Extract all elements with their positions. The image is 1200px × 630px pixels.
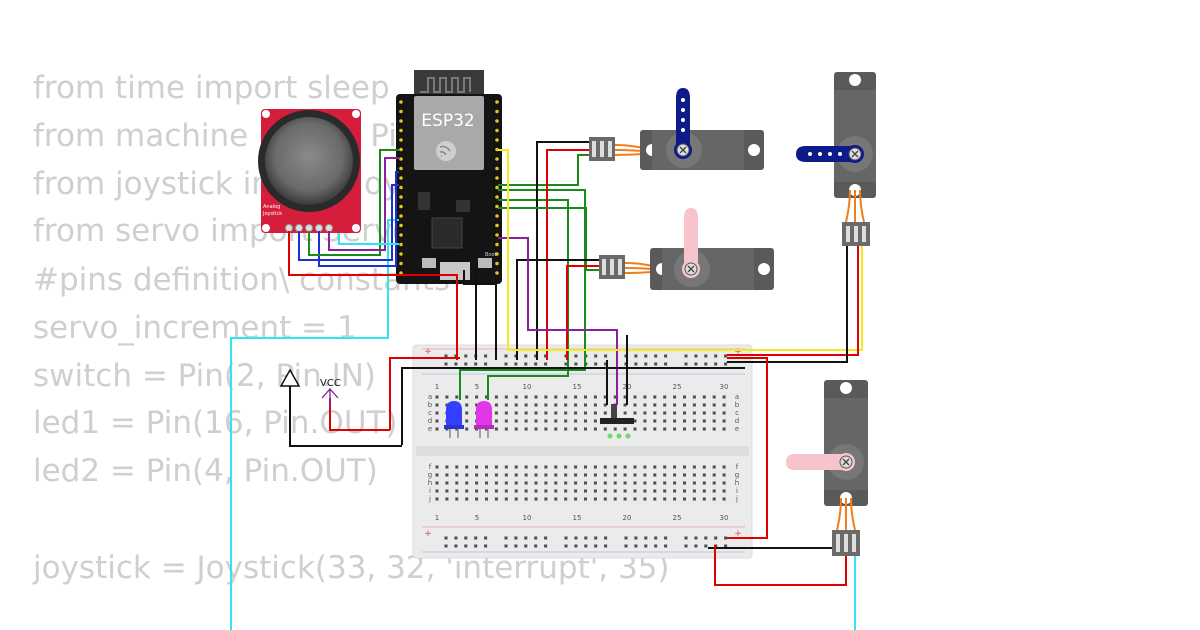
column-number: 25: [673, 514, 682, 522]
rail-plus-label: +: [424, 529, 432, 539]
slide-switch[interactable]: [600, 404, 634, 439]
code-line: led2 = Pin(4, Pin.OUT): [33, 453, 378, 489]
column-number: 25: [673, 383, 682, 391]
wire-black-rail: [401, 367, 745, 445]
wire-red-joystick: [288, 231, 458, 360]
code-line: from time import sleep: [33, 70, 390, 106]
rail-plus-label: +: [734, 347, 742, 357]
row-letter: c: [735, 409, 739, 417]
servo-2[interactable]: [599, 208, 774, 290]
wires: [230, 141, 863, 630]
wire-green-servo1: [498, 154, 590, 186]
column-number: 1: [435, 514, 439, 522]
wire-red-servo2: [566, 265, 600, 360]
row-letter: e: [735, 425, 739, 433]
rail-plus-label: +: [424, 347, 432, 357]
column-number: 5: [475, 514, 479, 522]
wire-cyan: [230, 219, 399, 630]
vcc-symbol-icon: VCC: [320, 378, 341, 408]
wire-green-led1: [459, 189, 586, 400]
row-letter: h: [428, 479, 432, 487]
wire-black-gnd: [289, 386, 402, 447]
wire-red-servo3: [727, 242, 859, 356]
wire-red-servo4: [714, 545, 847, 586]
servo-3[interactable]: [796, 72, 876, 246]
wire-green-joystick: [308, 149, 399, 256]
servo-4[interactable]: [786, 380, 868, 556]
joystick-label-line1: Analog: [263, 204, 280, 210]
column-number: 30: [720, 383, 729, 391]
vcc-label: VCC: [320, 378, 341, 389]
code-line: led1 = Pin(16, Pin.OUT): [33, 405, 398, 441]
row-letter: f: [429, 463, 432, 471]
row-letter: e: [428, 425, 432, 433]
column-number: 15: [573, 383, 582, 391]
wire-purple-joystick: [328, 157, 399, 251]
column-number: 10: [523, 514, 532, 522]
wire-red-right: [727, 357, 768, 539]
code-line: joystick = Joystick(33, 32, 'interrupt',…: [33, 550, 670, 586]
boot-label: Boot: [485, 252, 497, 258]
esp32-pin-headers: [398, 99, 500, 276]
wire-blue-1: [298, 184, 399, 261]
row-letter: g: [735, 471, 739, 479]
row-letter: b: [735, 401, 740, 409]
row-letter: h: [735, 479, 739, 487]
column-number: 15: [573, 514, 582, 522]
row-letter: d: [428, 417, 432, 425]
wire-black-esp2: [463, 270, 497, 360]
row-letter: c: [428, 409, 432, 417]
wire-yellow: [498, 149, 863, 351]
wire-green-led2: [487, 199, 569, 400]
column-number: 30: [720, 514, 729, 522]
row-letter: b: [428, 401, 433, 409]
wire-red-servo1: [546, 149, 590, 360]
row-letter: i: [736, 487, 738, 495]
row-letter: a: [428, 393, 432, 401]
row-letter: a: [735, 393, 739, 401]
servo-1[interactable]: [589, 88, 764, 170]
row-letter: i: [429, 487, 431, 495]
breadboard-holes: [435, 354, 728, 548]
row-letter: j: [735, 495, 738, 503]
wire-purple-switch: [498, 237, 618, 405]
gnd-symbol-icon: [279, 368, 301, 387]
wire-red-vcc: [329, 398, 390, 431]
led-magenta[interactable]: [474, 401, 494, 438]
row-letter: g: [428, 471, 432, 479]
column-number: 5: [475, 383, 479, 391]
joystick-label-line2: Joystick: [262, 211, 282, 217]
wire-black-servo2: [516, 259, 600, 360]
esp32-label: ESP32: [421, 111, 474, 131]
wire-cyan-joystick: [338, 233, 399, 245]
joystick-pins: [285, 224, 333, 232]
led-blue[interactable]: [444, 401, 464, 438]
row-letter: f: [736, 463, 739, 471]
column-number: 1: [435, 383, 439, 391]
row-letter: d: [735, 417, 739, 425]
wire-black-servo1: [536, 141, 590, 360]
joystick-knob[interactable]: [265, 117, 353, 205]
row-letter: j: [428, 495, 431, 503]
wire-red-rail: [389, 357, 460, 430]
espressif-logo-icon: [436, 141, 456, 161]
column-number: 20: [623, 514, 632, 522]
column-number: 10: [523, 383, 532, 391]
esp32-board[interactable]: ESP32 Boot: [396, 70, 502, 284]
wire-green-servo2: [498, 207, 600, 271]
rail-plus-label: +: [734, 529, 742, 539]
joystick-module[interactable]: Analog Joystick: [258, 109, 361, 233]
